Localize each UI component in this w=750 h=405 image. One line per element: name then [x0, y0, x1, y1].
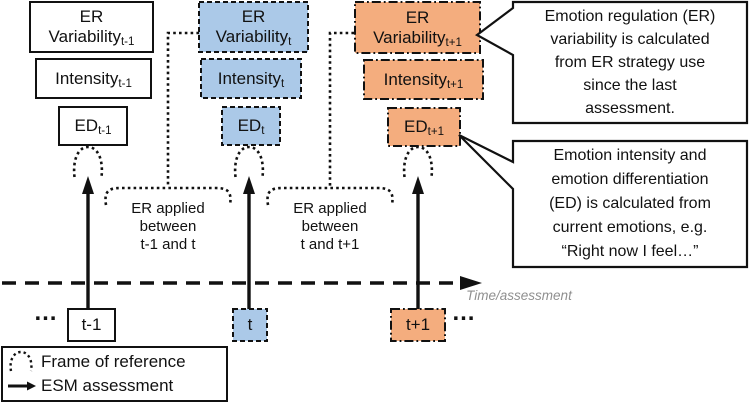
frame-brace-tplus1 [402, 145, 434, 178]
ellipsis-right: … [451, 299, 477, 327]
callout-ed-intensity-text: Emotion intensity and emotion differenti… [549, 147, 711, 260]
frame-brace-t [233, 145, 265, 178]
esm-arrowhead-tplus1 [412, 176, 424, 194]
timeline-label: Time/assessment [466, 288, 572, 304]
intensity-tminus1-label: Intensityt-1 [55, 68, 132, 90]
intensity-t-box [200, 58, 302, 99]
intensity-tminus1-box [35, 58, 152, 99]
callout-er-variability-text: Emotion regulation (ER) variability is c… [544, 8, 716, 117]
callout-ed-intensity-bubble [458, 134, 749, 269]
tick-tplus1-box [390, 308, 446, 342]
timeline-arrowhead-icon [460, 276, 482, 290]
erv-tplus1-box [354, 1, 481, 54]
tick-tminus1-box [67, 308, 116, 342]
ed-t-label: EDt [237, 116, 265, 138]
tick-t-label: t [247, 315, 253, 335]
interval-bracket-t1 [266, 186, 394, 206]
tick-tplus1-label: t+1 [405, 315, 431, 335]
erv-t-label: ER Variabilityt [215, 7, 292, 49]
intensity-tplus1-label: Intensityt+1 [383, 69, 464, 91]
intensity-tplus1-box [363, 59, 484, 100]
frame-brace-tminus1 [72, 145, 104, 178]
ellipsis-left: … [33, 299, 59, 327]
esm-arrowhead-icon [27, 381, 36, 391]
erv-tplus1-label: ER Variabilityt+1 [373, 7, 462, 49]
esm-arrowhead-t [243, 176, 255, 194]
tick-tminus1-label: t-1 [81, 315, 102, 335]
ed-tplus1-label: EDt+1 [404, 117, 444, 139]
ed-t-box [221, 106, 281, 146]
legend-box [1, 346, 228, 402]
interval-label-t-tplus1: ER applied between t and t+1 [293, 200, 367, 253]
erv-tminus1-box [29, 1, 154, 53]
esm-arrowhead-tminus1 [82, 176, 94, 194]
ed-tminus1-box [58, 106, 128, 146]
frame-connector-t1 [328, 31, 354, 186]
callout-er-variability-bubble [474, 0, 749, 125]
interval-label-tminus1-t: ER applied between t-1 and t [131, 200, 205, 253]
ed-tminus1-label: EDt-1 [74, 116, 112, 138]
erv-t-box [198, 1, 309, 53]
erv-tminus1-label: ER Variabilityt-1 [48, 7, 135, 49]
tick-t-box [232, 308, 268, 342]
ed-tplus1-box [387, 107, 461, 147]
legend-frame-of-reference-label: Frame of reference [41, 352, 186, 372]
frame-connector-t [166, 31, 199, 186]
legend-esm-assessment-label: ESM assessment [41, 376, 174, 396]
interval-bracket-t [104, 186, 232, 206]
frame-of-reference-icon [9, 350, 33, 372]
intensity-t-label: Intensityt [217, 68, 285, 90]
